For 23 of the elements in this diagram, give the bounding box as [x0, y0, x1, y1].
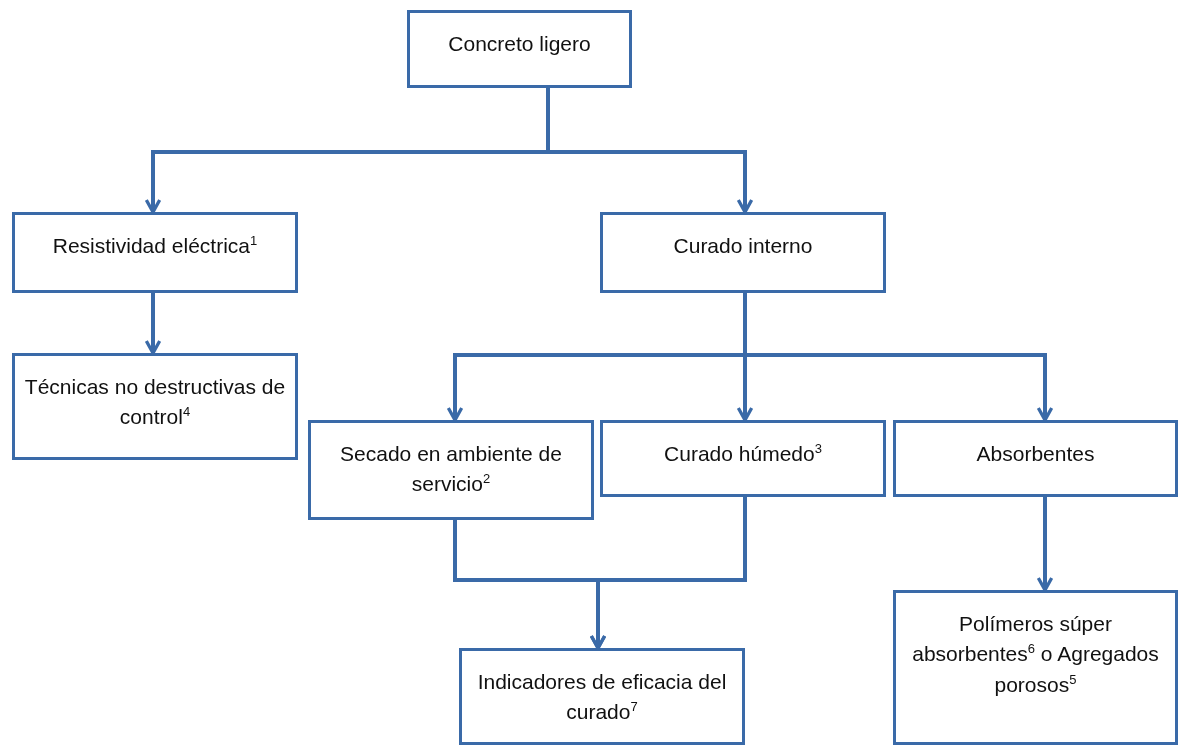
- box-label: Técnicas no destructivas de control$^{4}$: [23, 374, 287, 431]
- arrow: [589, 497, 747, 650]
- arrow: [1036, 497, 1054, 592]
- box-label: Absorbentes: [976, 441, 1095, 467]
- process-box: [12, 212, 298, 293]
- box-label: Polímeros súper absorbentes$^{6}$ o Agregados porosos$^{5}$: [911, 611, 1160, 698]
- arrow: [144, 293, 162, 355]
- process-box: [12, 353, 298, 460]
- process-box: [407, 10, 632, 88]
- arrow: [546, 88, 754, 214]
- process-box: [893, 590, 1178, 745]
- process-box: [893, 420, 1178, 497]
- process-box: [308, 420, 594, 520]
- box-label: Curado húmedo$^{3}$: [664, 440, 822, 467]
- box-label: Secado en ambiente de servicio$^{2}$: [339, 441, 563, 498]
- process-box: [600, 212, 886, 293]
- box-label: Resistividad eléctrica$^{1}$: [52, 232, 258, 259]
- process-box: [600, 420, 886, 497]
- box-label: Concreto ligero: [448, 31, 591, 57]
- box-label: Indicadores de eficacia del curado$^{7}$: [476, 669, 728, 726]
- box-label: Curado interno: [673, 233, 813, 259]
- arrow: [743, 293, 1054, 422]
- process-box: [459, 648, 745, 745]
